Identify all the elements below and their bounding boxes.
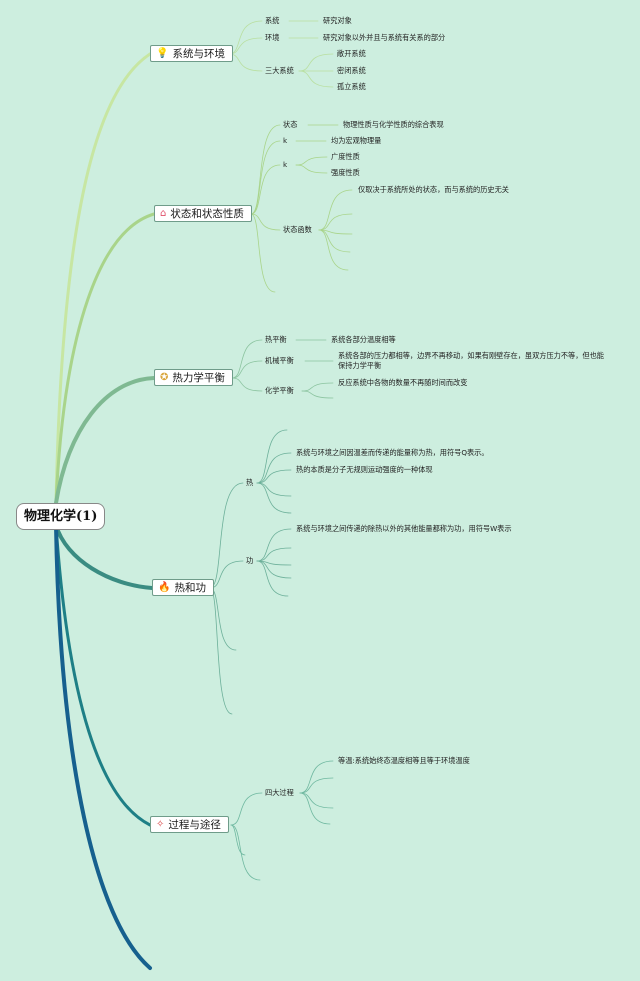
leaf-connector bbox=[318, 189, 353, 231]
item-connector bbox=[250, 140, 281, 215]
root-title: 物理化学(1) bbox=[24, 509, 98, 524]
leaf-connector bbox=[256, 429, 288, 484]
branch-state-properties[interactable]: ⌂ 状态和状态性质 bbox=[154, 205, 252, 222]
item-label: 热平衡 bbox=[265, 335, 287, 344]
branch-title: 热和功 bbox=[174, 582, 206, 594]
item-detail: 研究对象以外并且与系统有关系的部分 bbox=[323, 33, 446, 42]
leaf-connector bbox=[318, 213, 353, 231]
leaf-connector bbox=[298, 53, 334, 72]
item-connector bbox=[231, 360, 263, 379]
medal-icon: ✪ bbox=[160, 371, 169, 383]
leaf-connector bbox=[295, 156, 328, 166]
item-connector bbox=[228, 20, 263, 55]
item-detail: 强度性质 bbox=[331, 168, 360, 177]
home-icon: ⌂ bbox=[160, 207, 167, 219]
sparkle-icon: ✧ bbox=[156, 818, 165, 830]
item-label: 热 bbox=[246, 478, 254, 487]
item-connector bbox=[231, 377, 263, 392]
branch-title: 系统与环境 bbox=[172, 48, 225, 60]
leaf-connector bbox=[256, 452, 292, 484]
item-detail: 系统与环境之间因温差而传递的能量称为热，用符号Q表示。 bbox=[296, 448, 489, 457]
leaf-connector bbox=[256, 482, 292, 514]
item-label: 系统 bbox=[265, 16, 280, 25]
item-connector bbox=[250, 213, 276, 293]
item-label: k bbox=[283, 136, 288, 145]
item-detail: 系统各部分温度相等 bbox=[331, 335, 396, 344]
leaf-connector bbox=[301, 382, 334, 392]
item-label: k bbox=[283, 160, 288, 169]
leaf-connector bbox=[256, 560, 292, 579]
leaf-connector bbox=[299, 760, 334, 794]
item-label: 三大系统 bbox=[265, 66, 294, 75]
trunk-connector bbox=[54, 523, 152, 970]
item-label: 功 bbox=[246, 556, 254, 565]
item-detail: 等温:系统始终态温度相等且等于环境温度 bbox=[338, 756, 470, 765]
item-connector bbox=[209, 482, 244, 589]
item-detail: 系统各部的压力都相等，边界不再移动，如果有刚壁存在，虽双方压力不等，但也能保持力… bbox=[338, 351, 604, 370]
leaf-connector bbox=[295, 164, 328, 174]
item-connector bbox=[250, 124, 281, 215]
item-detail: 热的本质是分子无规则运动强度的一种体现 bbox=[296, 465, 433, 474]
lightbulb-icon: 💡 bbox=[156, 47, 169, 59]
item-connector bbox=[230, 824, 246, 856]
item-detail: 反应系统中各物的数量不再随时间而改变 bbox=[338, 378, 468, 387]
item-connector bbox=[230, 792, 263, 826]
branch-process-path[interactable]: ✧ 过程与途径 bbox=[150, 816, 229, 833]
item-connector bbox=[250, 213, 281, 231]
leaf-connector bbox=[301, 390, 334, 399]
item-detail: 系统与环境之间传递的除热以外的其他能量都称为功，用符号W表示 bbox=[296, 524, 512, 533]
item-detail: 物理性质与化学性质的综合表现 bbox=[343, 120, 444, 129]
branch-title: 热力学平衡 bbox=[172, 372, 225, 384]
trunk-connector bbox=[54, 376, 156, 505]
item-connector bbox=[228, 53, 263, 72]
item-detail: 仅取决于系统所处的状态，而与系统的历史无关 bbox=[358, 185, 509, 194]
leaf-connector bbox=[299, 792, 331, 825]
item-detail: 敞开系统 bbox=[337, 49, 366, 58]
root-topic[interactable]: 物理化学(1) bbox=[16, 503, 106, 530]
leaf-connector bbox=[256, 528, 292, 562]
trunk-connector bbox=[54, 52, 152, 505]
trunk-connector bbox=[54, 523, 154, 590]
item-label: 机械平衡 bbox=[265, 356, 294, 365]
leaf-connector bbox=[256, 560, 289, 597]
item-detail: 研究对象 bbox=[323, 16, 352, 25]
trunk-connector bbox=[54, 212, 156, 505]
item-connector bbox=[250, 164, 281, 215]
item-label: 状态 bbox=[283, 120, 298, 129]
item-detail: 广度性质 bbox=[331, 152, 360, 161]
item-label: 四大过程 bbox=[265, 788, 294, 797]
item-detail: 孤立系统 bbox=[337, 82, 366, 91]
item-detail: 均为宏观物理量 bbox=[331, 136, 382, 145]
item-connector bbox=[209, 587, 233, 715]
leaf-connector bbox=[256, 469, 292, 484]
item-label: 环境 bbox=[265, 33, 280, 42]
item-connector bbox=[231, 339, 263, 379]
trunk-connector bbox=[54, 523, 152, 827]
leaf-connector bbox=[298, 70, 334, 88]
leaf-connector bbox=[256, 547, 292, 562]
leaf-connector bbox=[318, 229, 349, 271]
branch-thermo-equilibrium[interactable]: ✪ 热力学平衡 bbox=[154, 369, 233, 386]
item-label: 化学平衡 bbox=[265, 386, 294, 395]
item-connector bbox=[228, 37, 263, 55]
item-connector bbox=[209, 560, 244, 589]
flame-icon: 🔥 bbox=[158, 581, 171, 593]
item-label: 状态函数 bbox=[283, 225, 312, 234]
branch-heat-work[interactable]: 🔥 热和功 bbox=[152, 579, 214, 596]
branch-title: 状态和状态性质 bbox=[170, 208, 244, 220]
branch-system-environment[interactable]: 💡 系统与环境 bbox=[150, 45, 233, 62]
leaf-connector bbox=[299, 777, 334, 794]
item-detail: 密闭系统 bbox=[337, 66, 366, 75]
branch-title: 过程与途径 bbox=[168, 819, 221, 831]
